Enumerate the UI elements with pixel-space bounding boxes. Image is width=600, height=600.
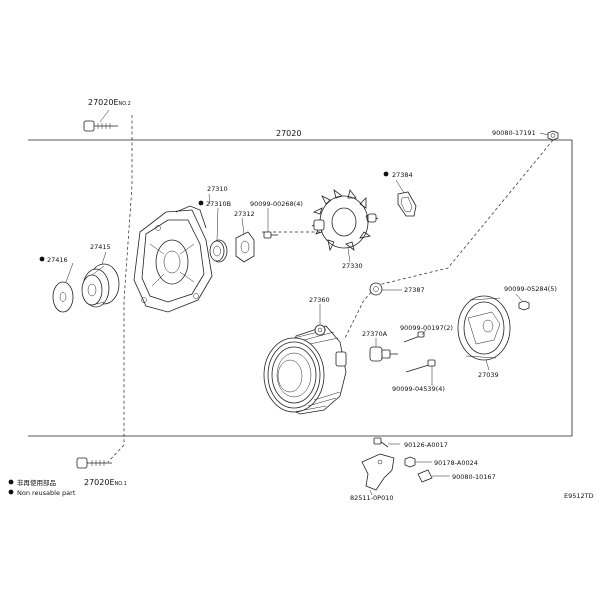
label-27312[interactable]: 27312 <box>234 210 255 218</box>
label-90099-04539[interactable]: 90099-04539(4) <box>392 385 445 393</box>
stator-frame-27360[interactable] <box>263 324 347 415</box>
bolt-axis-dashed-2 <box>107 444 125 463</box>
label-82511-0p010[interactable]: 82511-0P010 <box>350 494 394 502</box>
bracket-82511-0p010[interactable] <box>361 453 395 491</box>
label-27415[interactable]: 27415 <box>90 243 111 251</box>
label-27360[interactable]: 27360 <box>309 296 330 304</box>
rotor-27330[interactable] <box>311 189 379 252</box>
clip-90080-10167[interactable] <box>417 469 433 483</box>
diagram-id: E9512TD <box>564 492 594 500</box>
label-90099-00197[interactable]: 90099-00197(2) <box>400 324 453 332</box>
legend-marker-2 <box>8 489 14 495</box>
bolt-90099-04539[interactable] <box>405 359 436 373</box>
bolt-27020e-no2[interactable] <box>83 120 118 132</box>
label-27020e-no1[interactable]: 27020ENO.1 <box>84 478 127 487</box>
non-reusable-marker-27416 <box>39 256 45 262</box>
label-27039[interactable]: 27039 <box>478 371 499 379</box>
drive-end-frame-27310[interactable] <box>133 205 213 313</box>
label-90126-a0017[interactable]: 90126-A0017 <box>404 441 448 449</box>
label-27384[interactable]: 27384 <box>392 171 413 179</box>
label-27310b[interactable]: 27310B <box>206 200 231 208</box>
bolt-27020e-no1[interactable] <box>76 457 112 469</box>
non-reusable-marker-27384 <box>383 171 389 177</box>
label-27370a[interactable]: 27370A <box>362 330 388 338</box>
label-90080-10167[interactable]: 90080-10167 <box>452 473 496 481</box>
retainer-27312[interactable] <box>235 231 255 263</box>
legend-text-jp: 非再使用部品 <box>17 478 56 487</box>
terminal-27370a[interactable] <box>369 346 398 362</box>
nut-90178-a0024[interactable] <box>404 456 416 468</box>
holder-27384[interactable] <box>397 191 417 217</box>
label-90099-05284[interactable]: 90099-05284(5) <box>504 285 557 293</box>
washer-27416[interactable] <box>52 281 74 313</box>
nut-90099-05284[interactable] <box>518 300 530 311</box>
rear-cover-27039[interactable] <box>457 295 511 361</box>
pulley-27415[interactable] <box>81 263 120 308</box>
nut-axis-dashed <box>343 139 554 341</box>
leader-lines <box>65 109 549 496</box>
label-27020[interactable]: 27020 <box>276 129 301 138</box>
non-reusable-marker-27310b <box>198 200 204 206</box>
label-27416[interactable]: 27416 <box>47 256 68 264</box>
bolt-axis-dashed <box>123 115 133 445</box>
screw-90099-00268[interactable] <box>263 231 278 239</box>
label-27020e-no2[interactable]: 27020ENO.2 <box>88 98 131 107</box>
bearing-27310b[interactable] <box>209 239 228 263</box>
legend-marker-1 <box>8 479 14 485</box>
screw-90099-00197[interactable] <box>403 331 425 343</box>
label-90178-a0024[interactable]: 90178-A0024 <box>434 459 478 467</box>
cap-27387[interactable] <box>369 282 383 296</box>
label-27330[interactable]: 27330 <box>342 262 363 270</box>
legend-text-en: Non reusable part <box>17 489 76 497</box>
label-27310[interactable]: 27310 <box>207 185 228 193</box>
label-90080-17191[interactable]: 90080-17191 <box>492 129 536 137</box>
label-90099-00268[interactable]: 90099-00268(4) <box>250 200 303 208</box>
label-27387[interactable]: 27387 <box>404 286 425 294</box>
screw-90126-a0017[interactable] <box>373 437 389 448</box>
nut-90080-17191[interactable] <box>547 130 559 141</box>
